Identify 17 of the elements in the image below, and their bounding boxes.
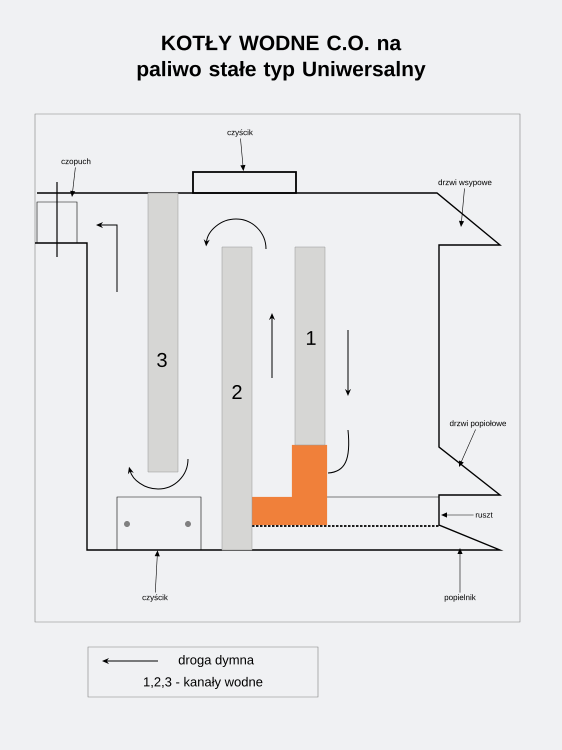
water-channel: 3	[148, 192, 178, 472]
cleanout-cover	[192, 171, 297, 194]
cleanout-cover	[116, 496, 202, 550]
part-label: drzwi popiołowe	[450, 420, 506, 428]
water-channel: 2	[222, 246, 252, 550]
title: KOTŁY WODNE C.O. na paliwo stałe typ Uniwersalny	[138, 36, 426, 81]
part-label: popielnik	[444, 594, 476, 602]
water-channel: 1	[294, 246, 326, 446]
part-label: czopuch	[61, 158, 90, 166]
part-label: drzwi wsypowe	[438, 179, 492, 187]
part-label: czyścik	[142, 594, 168, 602]
part-label: ruszt	[476, 512, 493, 518]
leader-line	[459, 429, 476, 467]
leader-line	[70, 167, 76, 197]
legend-text: droga dymna	[178, 654, 254, 668]
legend-note: 1,2,3 - kanały wodne	[144, 676, 262, 690]
part-label: czyścik	[227, 129, 253, 137]
